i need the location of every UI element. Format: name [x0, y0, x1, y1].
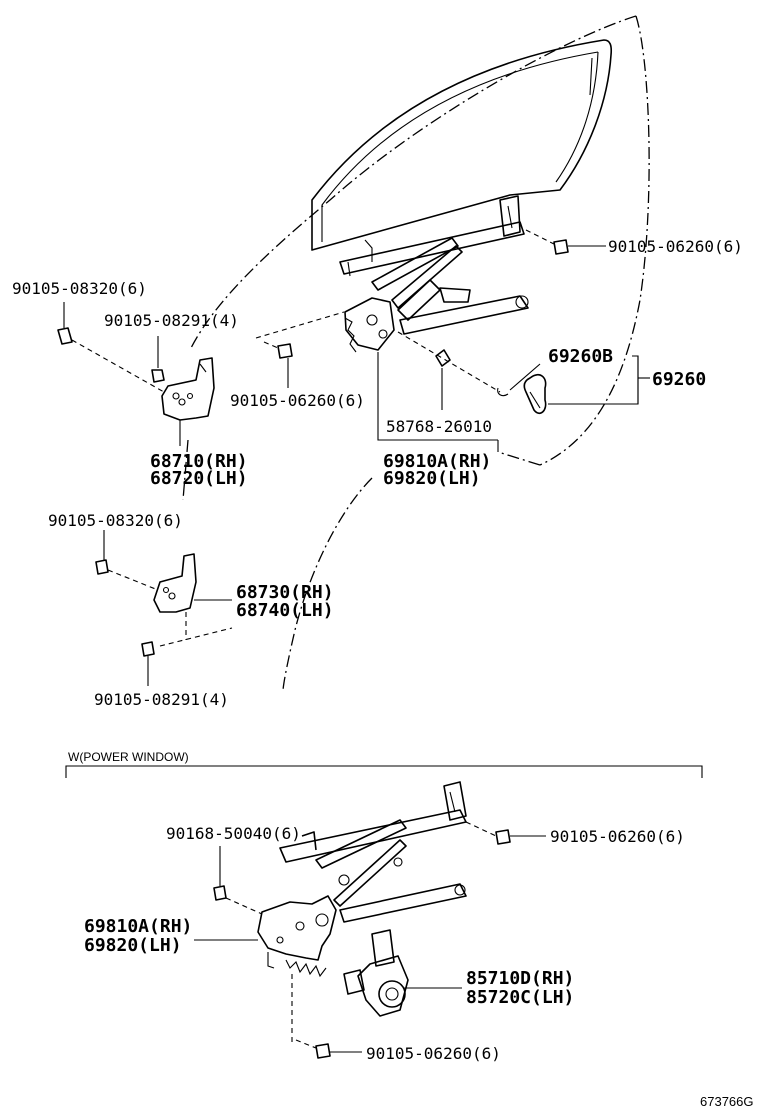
label-lower-hinge-lh: 68740(LH) — [236, 600, 334, 621]
label-regulator-lh: 69820(LH) — [383, 468, 481, 489]
label-upper-hinge-rh: 68710(RH) — [150, 451, 248, 472]
power-window-motor — [343, 929, 462, 1017]
label-pw-regulator-rh: 69810A(RH) — [84, 916, 192, 937]
label-ring: 58768-26010 — [386, 417, 492, 436]
label-upper-hinge-lh: 68720(LH) — [150, 468, 248, 489]
label-pw-motor-rh: 85710D(RH) — [466, 968, 574, 989]
label-screw-mid: 90105-06260(6) — [230, 391, 365, 410]
label-screw-upper-right: 90105-06260(6) — [608, 237, 743, 256]
screw-mid-icon — [255, 311, 345, 388]
power-window-screws — [194, 821, 546, 1059]
window-regulator-manual — [339, 195, 529, 353]
label-pw-regulator-lh: 69820(LH) — [84, 935, 182, 956]
diagram-id: 673766G — [700, 1094, 754, 1109]
label-pw-screw: 90168-50040(6) — [166, 824, 301, 843]
lower-hinge — [95, 530, 233, 686]
label-bolt-upper-left-2: 90105-08291(4) — [104, 311, 239, 330]
label-pw-section: W(POWER WINDOW) — [68, 750, 189, 764]
label-pw-screw-bottom: 90105-06260(6) — [366, 1044, 501, 1063]
handle-parts — [397, 331, 650, 415]
label-bolt-upper-left: 90105-08320(6) — [12, 279, 147, 298]
door-outline — [182, 15, 650, 691]
upper-hinge — [57, 302, 215, 446]
label-bolt-lower-left: 90105-08320(6) — [48, 511, 183, 530]
label-handle-sub: 69260B — [548, 346, 613, 367]
screw-upper-right-icon — [525, 229, 606, 255]
label-pw-screw-right: 90105-06260(6) — [550, 827, 685, 846]
label-handle: 69260 — [652, 369, 706, 390]
label-bolt-lower-left-2: 90105-08291(4) — [94, 690, 229, 709]
window-glass — [311, 39, 613, 251]
label-pw-motor-lh: 85720C(LH) — [466, 987, 574, 1008]
regulator-leaders — [377, 352, 499, 452]
label-regulator-rh: 69810A(RH) — [383, 451, 491, 472]
window-regulator-power — [257, 781, 467, 978]
power-window-section — [65, 765, 703, 778]
label-lower-hinge-rh: 68730(RH) — [236, 582, 334, 603]
